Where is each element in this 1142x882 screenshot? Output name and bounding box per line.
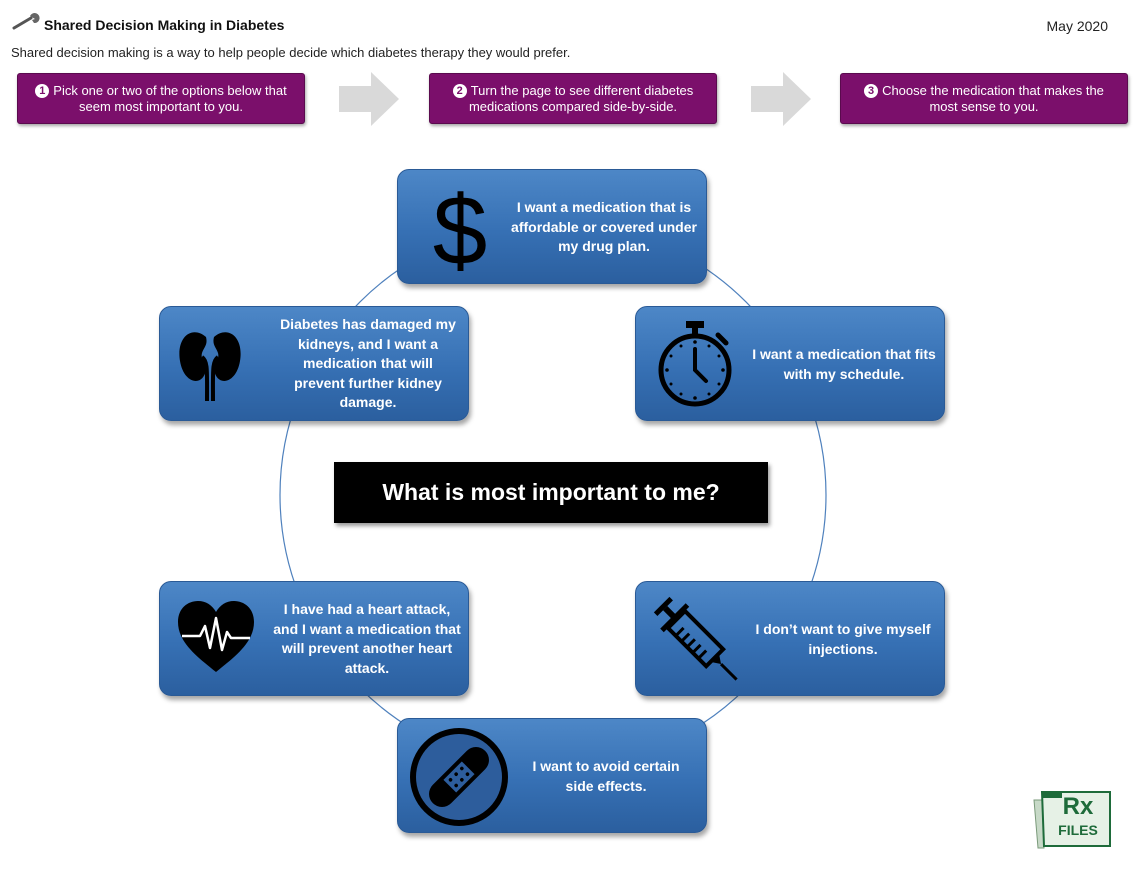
kidneys-icon [179, 332, 241, 401]
step-1-text: Pick one or two of the options below tha… [53, 82, 287, 114]
option-heart-card[interactable]: I have had a heart attack, and I want a … [159, 581, 469, 696]
arrow-right-icon [751, 72, 811, 126]
page-subtitle: Shared decision making is a way to help … [11, 45, 571, 60]
step-number-badge: 2 [452, 83, 467, 98]
center-question: What is most important to me? [334, 462, 768, 523]
option-side-effects-card[interactable]: I want to avoid certain side effects. [397, 718, 707, 833]
folder-icon [1033, 791, 1111, 849]
arrow-right-icon [339, 72, 399, 126]
option-side-effects-text: I want to avoid certain side effects. [532, 758, 680, 794]
option-affordable-text: I want a medication that is affordable o… [511, 199, 697, 254]
option-kidneys-text: Diabetes has damaged my kidneys, and I w… [280, 316, 456, 410]
option-heart-text: I have had a heart attack, and I want a … [273, 601, 461, 676]
option-injections-card[interactable]: I don’t want to give myself injections. [635, 581, 945, 696]
step-number-badge: 1 [35, 83, 50, 98]
option-schedule-text: I want a medication that fits with my sc… [752, 346, 936, 382]
svg-text:$: $ [433, 178, 488, 276]
option-kidneys-card[interactable]: Diabetes has damaged my kidneys, and I w… [159, 306, 469, 421]
option-affordable-card[interactable]: $ I want a medication that is affordable… [397, 169, 707, 284]
heart-pulse-icon [178, 601, 254, 672]
stopwatch-icon [658, 321, 732, 407]
rxfiles-logo: Rx FILES [1032, 788, 1114, 850]
logo-text-rx: Rx [1062, 793, 1094, 820]
page-date: May 2020 [1046, 18, 1108, 34]
wrench-icon [12, 13, 40, 30]
syringe-icon [653, 596, 738, 681]
option-injections-text: I don’t want to give myself injections. [755, 621, 931, 657]
step-number-badge: 3 [864, 83, 879, 98]
option-schedule-card[interactable]: I want a medication that fits with my sc… [635, 306, 945, 421]
step-3-text: Choose the medication that makes the mos… [882, 82, 1104, 114]
step-2-text: Turn the page to see different diabetes … [468, 82, 694, 114]
logo-text-files: FILES [1058, 822, 1098, 838]
page-title: Shared Decision Making in Diabetes [44, 17, 285, 33]
bandage-icon [410, 728, 508, 826]
dollar-icon: $ [433, 178, 488, 276]
